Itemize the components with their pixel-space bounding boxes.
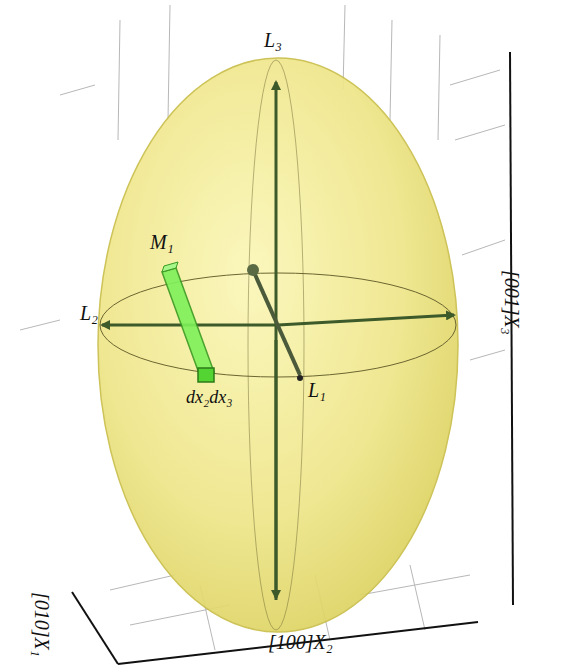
element-label: dx₂dx₃ [186,388,233,406]
direction-label: [001]X₃ [502,270,522,335]
axis-label: L₂ [80,303,98,323]
direction-label: [100]X₂ [268,632,333,652]
axis-label: L₁ [308,380,326,400]
direction-label: [010]X₁ [32,592,52,657]
body-label: M₁ [150,232,174,252]
axis-label: L₃ [264,30,282,50]
